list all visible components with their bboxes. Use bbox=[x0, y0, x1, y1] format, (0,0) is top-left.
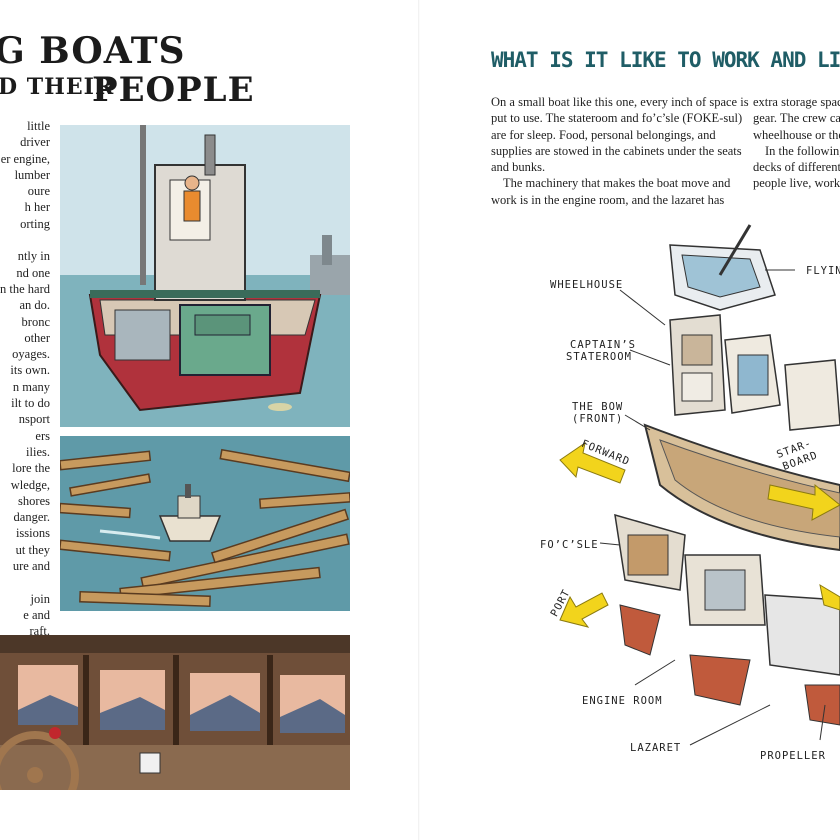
left-text-line: bronc bbox=[21, 314, 50, 329]
left-text-line: danger. bbox=[13, 510, 50, 525]
label-bow-2: (FRONT) bbox=[572, 413, 624, 425]
label-focsle: FO’C’SLE bbox=[540, 539, 599, 551]
left-text-line: little bbox=[27, 119, 50, 133]
page-title-line-2a: D THEIR bbox=[0, 74, 115, 100]
col2-line: extra storage space bbox=[753, 95, 840, 109]
left-text-line: ntly in bbox=[17, 249, 50, 264]
left-text-line: shores bbox=[18, 493, 50, 508]
left-text-line: lore the bbox=[12, 461, 50, 476]
label-propeller: PROPELLER bbox=[760, 750, 826, 762]
left-text-line: ut they bbox=[15, 542, 50, 557]
label-wheelhouse: WHEELHOUSE bbox=[550, 279, 624, 291]
tugboat-cutaway-svg bbox=[60, 125, 350, 427]
left-text-line: its own. bbox=[10, 363, 50, 378]
left-text-line: other bbox=[24, 330, 50, 345]
left-text-line: driver bbox=[20, 135, 50, 150]
col2-line: people live, work, e bbox=[753, 176, 840, 191]
wheelhouse-interior-svg bbox=[0, 635, 350, 790]
exploded-boat-diagram: WHEELHOUSE FLYIN CAPTAIN’S STATEROOM THE… bbox=[420, 215, 840, 840]
left-text-line: ilt to do bbox=[11, 396, 50, 411]
paragraph-1: On a small boat like this one, every inc… bbox=[491, 95, 749, 175]
left-text-line: n the hard bbox=[0, 281, 50, 296]
left-text-line: an do. bbox=[19, 298, 50, 313]
left-text-line: issions bbox=[15, 526, 50, 541]
log-boom-svg bbox=[60, 436, 350, 611]
left-text-line bbox=[0, 574, 50, 590]
left-text-line: wledge, bbox=[10, 477, 50, 492]
body-column-1: On a small boat like this one, every inc… bbox=[491, 94, 751, 208]
left-text-line: ure and bbox=[12, 559, 50, 574]
left-text-line: er engine, bbox=[0, 151, 50, 166]
left-text-line: oyages. bbox=[12, 347, 50, 362]
col2-line: decks of different t bbox=[753, 160, 840, 175]
left-text-line: e and bbox=[23, 607, 50, 622]
page-title-line-1: G BOATS bbox=[0, 30, 186, 72]
log-boom-illustration bbox=[60, 436, 350, 611]
right-page: WHAT IS IT LIKE TO WORK AND LIVE ON A BO… bbox=[420, 0, 840, 840]
col2-line: wheelhouse or the bbox=[753, 127, 840, 142]
left-text-line: orting bbox=[20, 216, 50, 231]
left-text-line: ilies. bbox=[26, 444, 50, 459]
label-bow-1: THE BOW bbox=[572, 401, 624, 413]
paragraph-2: The machinery that makes the boat move a… bbox=[491, 176, 731, 207]
label-captains-stateroom-1: CAPTAIN’S bbox=[570, 339, 636, 351]
exploded-boat-diagram-svg bbox=[559, 224, 840, 746]
left-text-line: lumber bbox=[14, 167, 50, 182]
left-text-line: n many bbox=[12, 379, 50, 394]
col2-line: gear. The crew can bbox=[753, 111, 840, 126]
left-text-line: raft. bbox=[29, 624, 50, 639]
section-heading: WHAT IS IT LIKE TO WORK AND LIVE ON A BO… bbox=[491, 48, 840, 72]
label-engine-room: ENGINE ROOM bbox=[582, 695, 663, 707]
left-text-line: h her bbox=[24, 200, 50, 215]
left-text-line: nd one bbox=[16, 265, 50, 280]
col2-line: In the following bbox=[765, 143, 840, 158]
left-text-line: ers bbox=[35, 428, 50, 443]
page-title-line-2b: PEOPLE bbox=[92, 70, 255, 110]
tugboat-cutaway-illustration bbox=[60, 125, 350, 427]
label-flying-bridge: FLYIN bbox=[806, 265, 840, 277]
left-text-line: join bbox=[30, 591, 50, 606]
label-lazaret: LAZARET bbox=[630, 742, 682, 754]
left-text-line: nsport bbox=[18, 412, 50, 427]
left-text-line bbox=[0, 232, 50, 248]
body-column-2: extra storage space gear. The crew can w… bbox=[753, 94, 840, 192]
wheelhouse-interior-illustration bbox=[0, 635, 350, 790]
label-captains-stateroom-2: STATEROOM bbox=[566, 351, 632, 363]
left-text-line: oure bbox=[27, 184, 50, 199]
